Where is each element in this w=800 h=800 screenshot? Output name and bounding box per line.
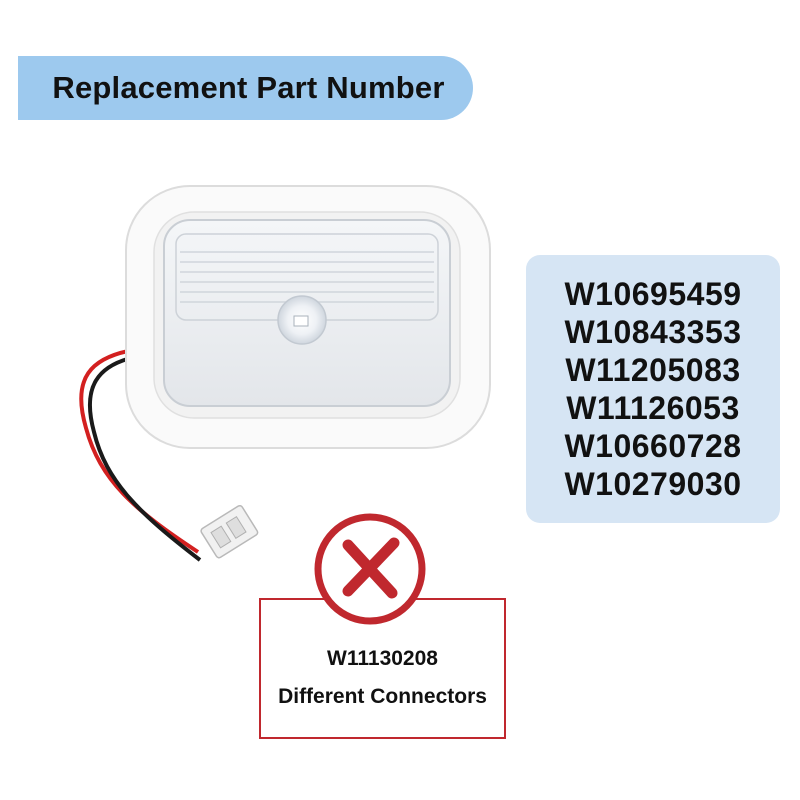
incompatible-part-box: W11130208 Different Connectors: [259, 598, 506, 739]
led-light-module-image: [79, 185, 491, 562]
part-number: W10843353: [564, 314, 742, 350]
part-number: W10279030: [564, 466, 742, 502]
red-x-circle-icon: [314, 513, 426, 625]
incompatible-part-number: W11130208: [327, 646, 438, 670]
part-number: W11126053: [566, 390, 740, 426]
title-banner: Replacement Part Number: [18, 56, 473, 120]
part-number: W10660728: [564, 428, 742, 464]
compatible-part-numbers: W10695459 W10843353 W11205083 W11126053 …: [526, 255, 780, 523]
banner-title: Replacement Part Number: [52, 70, 445, 105]
incompatible-note: Different Connectors: [278, 684, 487, 708]
part-number: W10695459: [564, 276, 742, 312]
part-number: W11205083: [565, 352, 741, 388]
